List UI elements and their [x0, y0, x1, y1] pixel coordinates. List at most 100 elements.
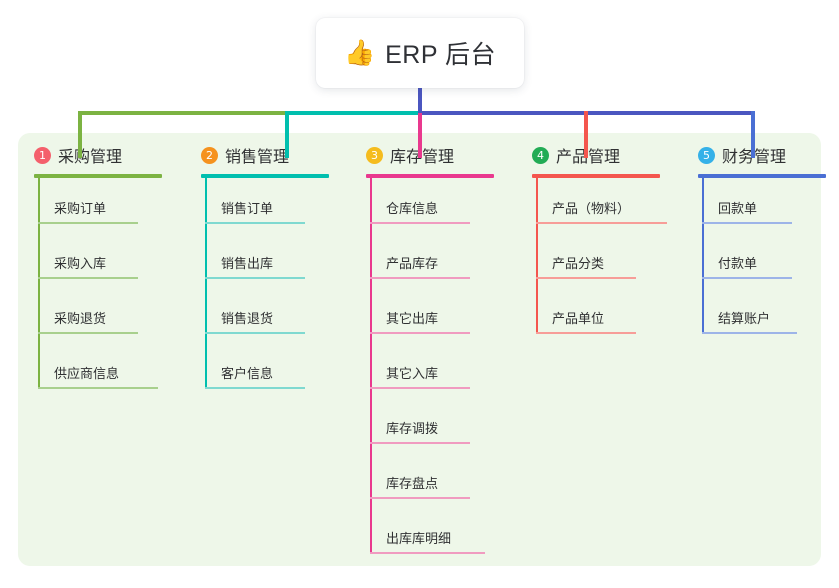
leaf-item-rule	[536, 222, 667, 224]
leaf-item[interactable]: 其它出库	[350, 288, 518, 343]
branch-header-3[interactable]: 3 库存管理	[350, 143, 518, 167]
branch-badge-4: 4	[532, 146, 549, 164]
leaf-item[interactable]: 采购订单	[18, 178, 183, 233]
branch-header-rule-1	[34, 174, 162, 178]
leaf-item[interactable]: 库存调拨	[350, 398, 518, 453]
leaf-item-label: 采购入库	[54, 256, 107, 271]
leaf-item[interactable]: 产品单位	[516, 288, 684, 343]
leaf-item[interactable]: 销售订单	[185, 178, 350, 233]
leaf-item-rule	[370, 442, 470, 444]
root-node-title: ERP 后台	[385, 41, 497, 69]
leaf-item-rule	[702, 222, 792, 224]
branch-badge-2: 2	[201, 146, 218, 164]
leaf-item-label: 客户信息	[221, 366, 274, 381]
leaf-item-label: 其它出库	[386, 311, 439, 326]
leaf-item-rule	[38, 332, 138, 334]
leaf-item[interactable]: 产品分类	[516, 233, 684, 288]
branch-items-2: 销售订单销售出库销售退货客户信息	[185, 178, 350, 398]
branch-spine-5	[702, 178, 704, 334]
leaf-item[interactable]: 销售出库	[185, 233, 350, 288]
leaf-item[interactable]: 采购退货	[18, 288, 183, 343]
branch-spine-2	[205, 178, 207, 389]
leaf-item-label: 仓库信息	[386, 201, 439, 216]
leaf-item[interactable]: 其它入库	[350, 343, 518, 398]
leaf-item-rule	[38, 222, 138, 224]
root-trunk-connector	[418, 87, 422, 113]
branch-header-rule-5	[698, 174, 826, 178]
bus-segment-green	[78, 111, 285, 115]
leaf-item[interactable]: 客户信息	[185, 343, 350, 398]
branch-badge-1: 1	[34, 146, 51, 164]
leaf-item-rule	[536, 332, 636, 334]
leaf-item-label: 结算账户	[718, 311, 771, 326]
thumbs-up-icon: 👍	[343, 38, 376, 67]
branches-panel	[18, 133, 821, 566]
branch-badge-3: 3	[366, 146, 383, 164]
leaf-item-rule	[370, 387, 470, 389]
branch-items-1: 采购订单采购入库采购退货供应商信息	[18, 178, 183, 398]
branch-column-2: 2 销售管理销售订单销售出库销售退货客户信息	[185, 143, 350, 398]
branch-drop-connector-5	[751, 111, 755, 158]
leaf-item-rule	[370, 552, 485, 554]
leaf-item-label: 回款单	[718, 201, 758, 216]
branch-spine-3	[370, 178, 372, 554]
leaf-item[interactable]: 供应商信息	[18, 343, 183, 398]
leaf-item-label: 产品库存	[386, 256, 439, 271]
leaf-item[interactable]: 回款单	[682, 178, 822, 233]
leaf-item-label: 产品（物料）	[552, 201, 631, 216]
branch-spine-1	[38, 178, 40, 389]
leaf-item-rule	[205, 332, 305, 334]
leaf-item-label: 销售退货	[221, 311, 274, 326]
branch-header-rule-4	[532, 174, 660, 178]
leaf-item-label: 供应商信息	[54, 366, 120, 381]
branch-title-2: 销售管理	[225, 149, 290, 166]
branch-spine-4	[536, 178, 538, 334]
leaf-item-label: 销售出库	[221, 256, 274, 271]
branch-title-3: 库存管理	[390, 149, 455, 166]
leaf-item[interactable]: 仓库信息	[350, 178, 518, 233]
leaf-item[interactable]: 产品（物料）	[516, 178, 684, 233]
leaf-item-label: 产品单位	[552, 311, 605, 326]
leaf-item[interactable]: 结算账户	[682, 288, 822, 343]
leaf-item-rule	[205, 387, 305, 389]
branch-drop-connector-3	[418, 111, 422, 158]
leaf-item-label: 库存调拨	[386, 421, 439, 436]
leaf-item-label: 采购退货	[54, 311, 107, 326]
branch-items-4: 产品（物料） 产品分类产品单位	[516, 178, 684, 343]
branch-drop-connector-1	[78, 111, 82, 158]
leaf-item[interactable]: 出库库明细	[350, 508, 518, 563]
branch-drop-connector-4	[584, 111, 588, 158]
leaf-item-label: 其它入库	[386, 366, 439, 381]
branch-header-2[interactable]: 2 销售管理	[185, 143, 350, 167]
leaf-item[interactable]: 产品库存	[350, 233, 518, 288]
leaf-item-rule	[38, 277, 138, 279]
branch-column-3: 3 库存管理仓库信息产品库存其它出库其它入库库存调拨库存盘点出库库明细	[350, 143, 518, 563]
leaf-item-rule	[370, 332, 470, 334]
leaf-item[interactable]: 采购入库	[18, 233, 183, 288]
root-node-card[interactable]: 👍 ERP 后台	[316, 18, 524, 88]
branch-column-5: 5财务管理回款单付款单结算账户	[682, 143, 826, 343]
leaf-item-label: 销售订单	[221, 201, 274, 216]
leaf-item-rule	[205, 277, 305, 279]
leaf-item-label: 付款单	[718, 256, 758, 271]
branch-items-5: 回款单付款单结算账户	[682, 178, 822, 343]
leaf-item[interactable]: 库存盘点	[350, 453, 518, 508]
branch-drop-connector-2	[285, 111, 289, 158]
branch-items-3: 仓库信息产品库存其它出库其它入库库存调拨库存盘点出库库明细	[350, 178, 518, 563]
leaf-item-label: 出库库明细	[386, 531, 452, 546]
leaf-item-rule	[370, 222, 470, 224]
leaf-item-label: 库存盘点	[386, 476, 439, 491]
leaf-item-rule	[370, 277, 470, 279]
branch-header-rule-3	[366, 174, 494, 178]
bus-segment-teal	[285, 111, 418, 115]
leaf-item-rule	[205, 222, 305, 224]
leaf-item-rule	[38, 387, 158, 389]
leaf-item[interactable]: 付款单	[682, 233, 822, 288]
leaf-item[interactable]: 销售退货	[185, 288, 350, 343]
branch-badge-5: 5	[698, 146, 715, 164]
